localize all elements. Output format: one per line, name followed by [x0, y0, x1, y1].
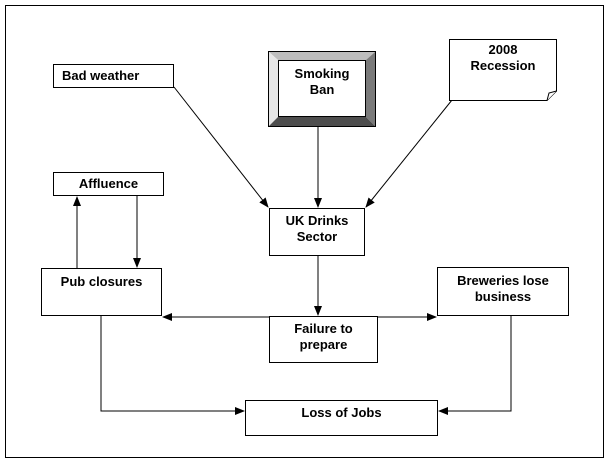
- node-breweries-lose-business: Breweries lose business: [437, 267, 569, 316]
- diagram-frame: [5, 5, 604, 458]
- node-recession: 2008 Recession: [449, 39, 557, 101]
- node-breweries-label: Breweries lose business: [457, 273, 549, 304]
- node-pub-closures: Pub closures: [41, 268, 162, 316]
- node-pub-closures-label: Pub closures: [60, 274, 143, 289]
- bevel-bottom: [269, 117, 375, 126]
- node-recession-label: 2008 Recession: [470, 42, 536, 73]
- node-loss-of-jobs: Loss of Jobs: [245, 400, 438, 436]
- node-uk-drinks-sector: UK Drinks Sector: [269, 208, 365, 256]
- edge-bad-weather-to-uk-drinks: [173, 86, 269, 208]
- node-smoking-ban-label: Smoking Ban: [294, 66, 350, 97]
- bevel-top: [269, 52, 375, 60]
- node-bad-weather: Bad weather: [53, 64, 174, 88]
- node-bad-weather-label: Bad weather: [62, 68, 140, 83]
- bevel-left: [269, 52, 278, 126]
- node-failure-label: Failure to prepare: [294, 321, 353, 352]
- node-failure-to-prepare: Failure to prepare: [269, 316, 378, 363]
- node-smoking-ban: Smoking Ban: [268, 51, 376, 127]
- edge-recession-to-uk-drinks: [365, 99, 453, 208]
- node-affluence: Affluence: [53, 172, 164, 196]
- node-affluence-label: Affluence: [78, 176, 139, 191]
- node-uk-drinks-sector-label: UK Drinks Sector: [285, 213, 349, 244]
- folded-note-shape: [449, 39, 557, 101]
- edge-breweries-to-loss-of-jobs: [438, 316, 512, 415]
- node-smoking-ban-face: Smoking Ban: [278, 60, 366, 117]
- node-loss-of-jobs-label: Loss of Jobs: [301, 405, 382, 420]
- edge-pub-closures-to-loss-of-jobs: [100, 316, 245, 415]
- bevel-right: [366, 52, 375, 126]
